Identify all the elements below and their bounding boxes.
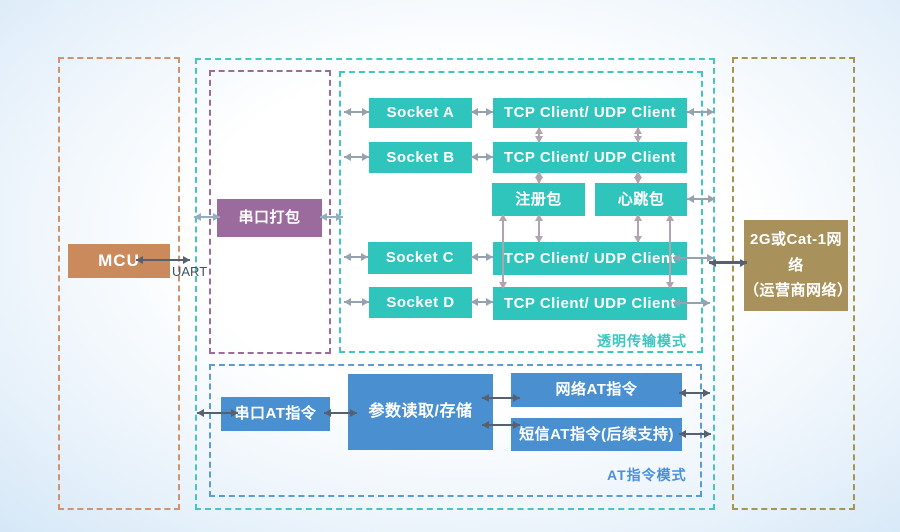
at-mode-zone-border <box>209 364 702 497</box>
module-zone-border <box>195 58 715 510</box>
socket-b-box: Socket B <box>369 142 472 173</box>
arrow-param-sms-at <box>482 424 520 426</box>
serial-pack-box: 串口打包 <box>217 199 322 237</box>
arrow-socket-b-tcp <box>471 156 493 158</box>
mcu-zone-border <box>58 57 180 510</box>
arrow-socket-b-left <box>344 156 369 158</box>
arrow-register-tcp3 <box>538 215 540 242</box>
sms-at-box: 短信AT指令(后续支持) <box>511 418 682 451</box>
arrow-tcp3-right <box>673 257 714 259</box>
arrow-tcp1-tcp2-right <box>637 128 639 142</box>
arrow-tcp2-register <box>538 172 540 183</box>
cellular-network-line1: 2G或Cat-1网络 <box>749 231 843 274</box>
arrow-heartbeat-tcp3 <box>637 215 639 242</box>
arrow-sms-at-right <box>679 433 711 435</box>
arrow-heartbeat-tcp4 <box>669 215 671 288</box>
socket-c-box: Socket C <box>368 242 472 274</box>
arrow-socket-d-left <box>344 301 369 303</box>
arrow-serial-at-param <box>324 412 357 414</box>
arrow-heartbeat-right <box>687 198 715 200</box>
socket-a-box: Socket A <box>369 98 472 128</box>
arrow-register-tcp4 <box>502 215 504 288</box>
uart-label: UART <box>172 264 208 279</box>
transparent-mode-zone-border <box>339 71 703 353</box>
transparent-mode-label: 透明传输模式 <box>597 333 687 349</box>
arrow-tcp2-heartbeat <box>637 172 639 183</box>
arrow-tcp4-right <box>673 302 710 304</box>
heartbeat-packet-box: 心跳包 <box>595 183 687 216</box>
arrow-serial-pack-left <box>194 216 220 218</box>
tcp-udp-client-box-2: TCP Client/ UDP Client <box>493 142 687 173</box>
arrow-mcu-uart <box>136 259 190 261</box>
arrow-socket-a-tcp <box>471 111 493 113</box>
arrow-socket-c-tcp <box>471 256 493 258</box>
arrow-serial-at-left <box>197 412 238 414</box>
tcp-udp-client-box-1: TCP Client/ UDP Client <box>493 98 687 128</box>
network-at-box: 网络AT指令 <box>511 373 682 407</box>
cellular-network-line2: （运营商网络） <box>744 282 853 300</box>
param-storage-box: 参数读取/存储 <box>348 374 493 450</box>
mcu-box: MCU <box>68 244 170 278</box>
arrow-serial-pack-right <box>320 216 343 218</box>
serial-at-box: 串口AT指令 <box>221 397 330 431</box>
arrow-socket-a-left <box>344 111 369 113</box>
register-packet-box: 注册包 <box>492 183 585 216</box>
tcp-udp-client-box-4: TCP Client/ UDP Client <box>493 287 687 320</box>
arrow-param-network-at <box>482 397 520 399</box>
arrow-tcp1-tcp2-left <box>538 128 540 142</box>
arrow-socket-c-left <box>344 256 368 258</box>
at-mode-label: AT指令模式 <box>607 467 687 483</box>
network-zone-border <box>732 57 855 510</box>
arrow-socket-d-tcp <box>471 301 493 303</box>
tcp-udp-client-box-3: TCP Client/ UDP Client <box>493 242 687 275</box>
arrow-tcp1-right <box>687 111 714 113</box>
cellular-network-box: 2G或Cat-1网络 （运营商网络） <box>744 220 853 311</box>
socket-d-box: Socket D <box>369 287 472 318</box>
serial-pack-zone-border <box>209 70 331 354</box>
arrow-network-at-right <box>679 392 710 394</box>
arrow-module-network <box>709 261 747 264</box>
